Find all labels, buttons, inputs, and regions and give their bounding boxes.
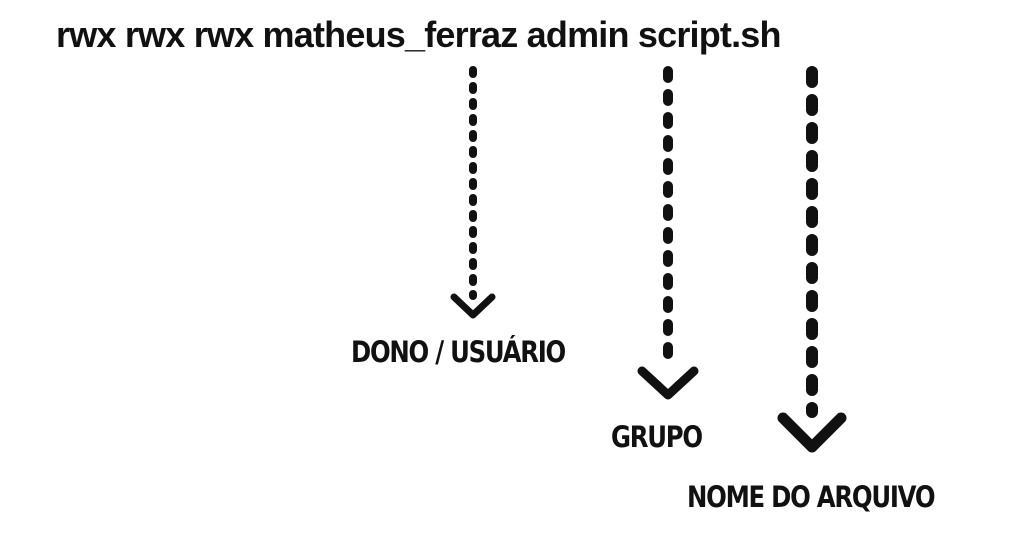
filename-label: NOME DO ARQUIVO [687,480,936,514]
owner-arrow-icon [450,66,496,319]
owner-label: DONO / USUÁRIO [351,335,566,369]
group-name: admin [526,14,630,55]
file-name: script.sh [637,14,782,55]
group-arrow-icon [637,66,699,400]
filename-arrow-icon [777,66,847,453]
group-label: GRUPO [611,420,703,454]
owner-name: matheus_ferraz [262,14,519,55]
command-line: rwx rwx rwx matheus_ferraz admin script.… [56,14,782,56]
perm-group: rwx [124,14,185,55]
perm-user: rwx [56,14,116,55]
perm-other: rwx [193,14,254,55]
